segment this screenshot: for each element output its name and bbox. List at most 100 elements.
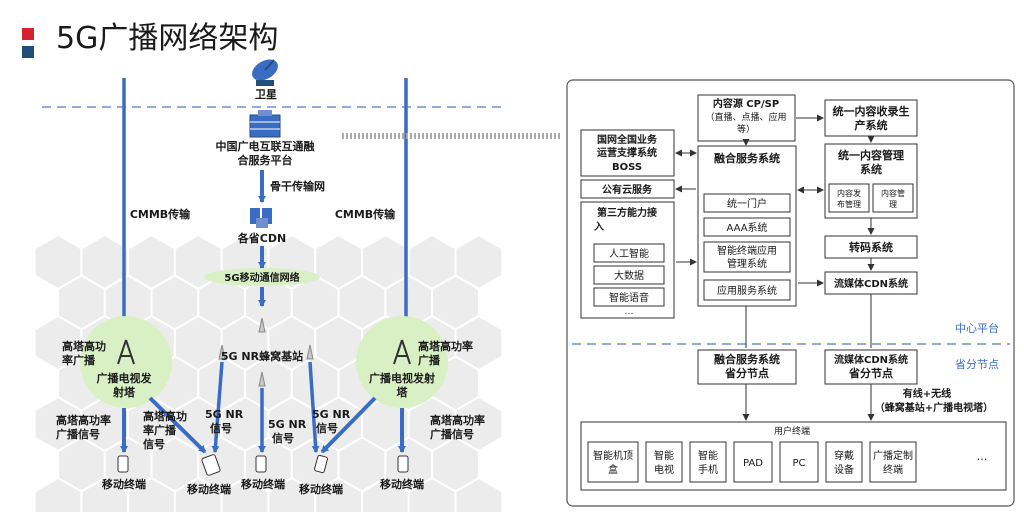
province-node-label: 省分节点	[955, 358, 999, 371]
cmmb-left-label: CMMB传输	[130, 207, 191, 221]
title-bullet-navy	[22, 46, 34, 58]
bigdata-label: 大数据	[614, 269, 644, 282]
platform-label-1: 中国广电互联互通融	[216, 139, 315, 153]
content-source-desc-2: 等）	[737, 123, 755, 135]
device-label: 手机	[698, 463, 718, 476]
cdn-server-icon	[250, 208, 272, 228]
cms-label-2: 系统	[860, 162, 882, 176]
content-source-box	[697, 94, 796, 142]
collect-system-box	[824, 99, 918, 137]
base-station-icons	[218, 317, 314, 387]
terminal-label-4: 移动终端	[299, 482, 343, 496]
tower-left-label-1: 高塔高功	[62, 339, 106, 353]
satellite-label: 卫星	[255, 88, 277, 101]
signal-mid-label-3: 信号	[143, 437, 165, 451]
tx-tower-right-label-1: 广播电视发射	[369, 371, 435, 385]
portal-label: 统一门户	[727, 197, 767, 210]
page-title: 5G广播网络架构	[56, 21, 278, 56]
boss-label-2: 运营支撑系统	[597, 146, 657, 159]
nr-signal-3-label-2: 信号	[316, 421, 338, 435]
bigdata-box	[593, 265, 665, 285]
device-box	[869, 441, 917, 483]
device-box	[689, 441, 727, 483]
aaa-label: AAA系统	[726, 221, 767, 234]
third-label-1: 第三方能力接	[597, 206, 657, 219]
boss-box	[580, 129, 675, 177]
cmmb-right-label: CMMB传输	[335, 207, 396, 221]
device-label: 智能	[654, 449, 674, 462]
boss-label-1: 国网全国业务	[597, 133, 658, 146]
device-label: 智能	[698, 449, 718, 462]
app-service-label: 应用服务系统	[717, 284, 777, 297]
device-box	[733, 441, 773, 483]
app-service-box	[703, 279, 791, 301]
voice-label: 智能语音	[609, 291, 649, 304]
hex-cell	[220, 476, 270, 512]
nr-arrow-1	[211, 361, 224, 453]
device-label: 穿戴	[834, 449, 854, 462]
cdn-node-box	[824, 349, 918, 385]
hex-cell	[454, 476, 504, 512]
signal-mid-label-2: 率广播	[143, 423, 177, 437]
cdn-node-label-1: 流媒体CDN系统	[834, 353, 908, 366]
mobile-network-label: 5G移动通信网络	[224, 271, 299, 284]
signal-right-label-1: 高塔高功率	[430, 413, 485, 427]
manage-label-1: 内容管	[881, 188, 905, 198]
publish-label-2: 布管理	[837, 199, 861, 209]
tx-tower-left-label-1: 广播电视发	[97, 371, 153, 385]
manage-label-2: 理	[889, 200, 897, 209]
backbone-label: 骨干传输网	[270, 179, 325, 193]
publish-label-1: 内容发	[837, 188, 861, 198]
signal-left-label-2: 广播信号	[56, 427, 100, 441]
terminal-mgmt-label-1: 智能终端应用	[717, 244, 777, 257]
tower-left-diag-arrow	[148, 396, 207, 454]
device-label: 电视	[654, 463, 674, 476]
fusion-node-label-1: 融合服务系统	[714, 352, 780, 366]
user-terminal-label: 用户终端	[774, 425, 810, 437]
hex-cell	[127, 476, 176, 512]
mobile-network-cloud	[204, 268, 320, 286]
public-cloud-box	[580, 179, 675, 199]
terminal-mgmt-label-2: 管理系统	[727, 257, 767, 270]
device-box	[779, 441, 819, 483]
content-mgmt-box	[872, 183, 914, 213]
nr-signal-2-label-1: 5G NR	[268, 418, 307, 431]
device-label: 终端	[883, 463, 903, 476]
tx-tower-right-label-2: 塔	[397, 385, 409, 399]
cdn-label: 各省CDN	[237, 231, 286, 245]
content-source-title: 内容源 CP/SP	[713, 97, 779, 110]
terminal-label-2: 移动终端	[187, 482, 231, 496]
signal-right-label-2: 广播信号	[430, 427, 474, 441]
aaa-box	[703, 217, 791, 237]
broadcast-tower-right-icon	[393, 339, 411, 365]
terminal-label-5: 移动终端	[380, 477, 424, 491]
portal-box	[703, 193, 791, 213]
hex-cell	[33, 476, 83, 512]
hex-cell	[314, 476, 363, 512]
broadcast-tower-left-zone	[80, 316, 172, 408]
wired-label-2: （蜂窝基站+广播电视塔）	[875, 401, 993, 414]
third-label-2: 入	[594, 221, 604, 233]
cloud-label: 公有云服务	[602, 183, 653, 196]
device-label: PC	[792, 458, 805, 469]
hex-cell	[361, 476, 410, 512]
signal-left-label-1: 高塔高功率	[56, 413, 111, 427]
terminal-label-1: 移动终端	[102, 477, 146, 491]
fusion-node-label-2: 省分节点	[724, 366, 769, 380]
center-platform-label: 中心平台	[955, 321, 999, 335]
device-label: 盒	[608, 463, 618, 476]
signal-mid-label-1: 高塔高功	[143, 409, 187, 423]
nr-arrow-3	[308, 361, 320, 453]
boss-label-3: BOSS	[612, 162, 642, 173]
collect-label-2: 产系统	[855, 118, 888, 132]
nr-signal-2-label-2: 信号	[272, 431, 294, 445]
nr-signal-1-label-1: 5G NR	[205, 408, 244, 421]
transcode-label: 转码系统	[849, 240, 893, 254]
device-label: 智能机顶	[593, 449, 633, 462]
device-box	[645, 441, 683, 483]
tower-right-diag-arrow	[320, 396, 377, 454]
stream-cdn-label: 流媒体CDN系统	[834, 277, 908, 290]
